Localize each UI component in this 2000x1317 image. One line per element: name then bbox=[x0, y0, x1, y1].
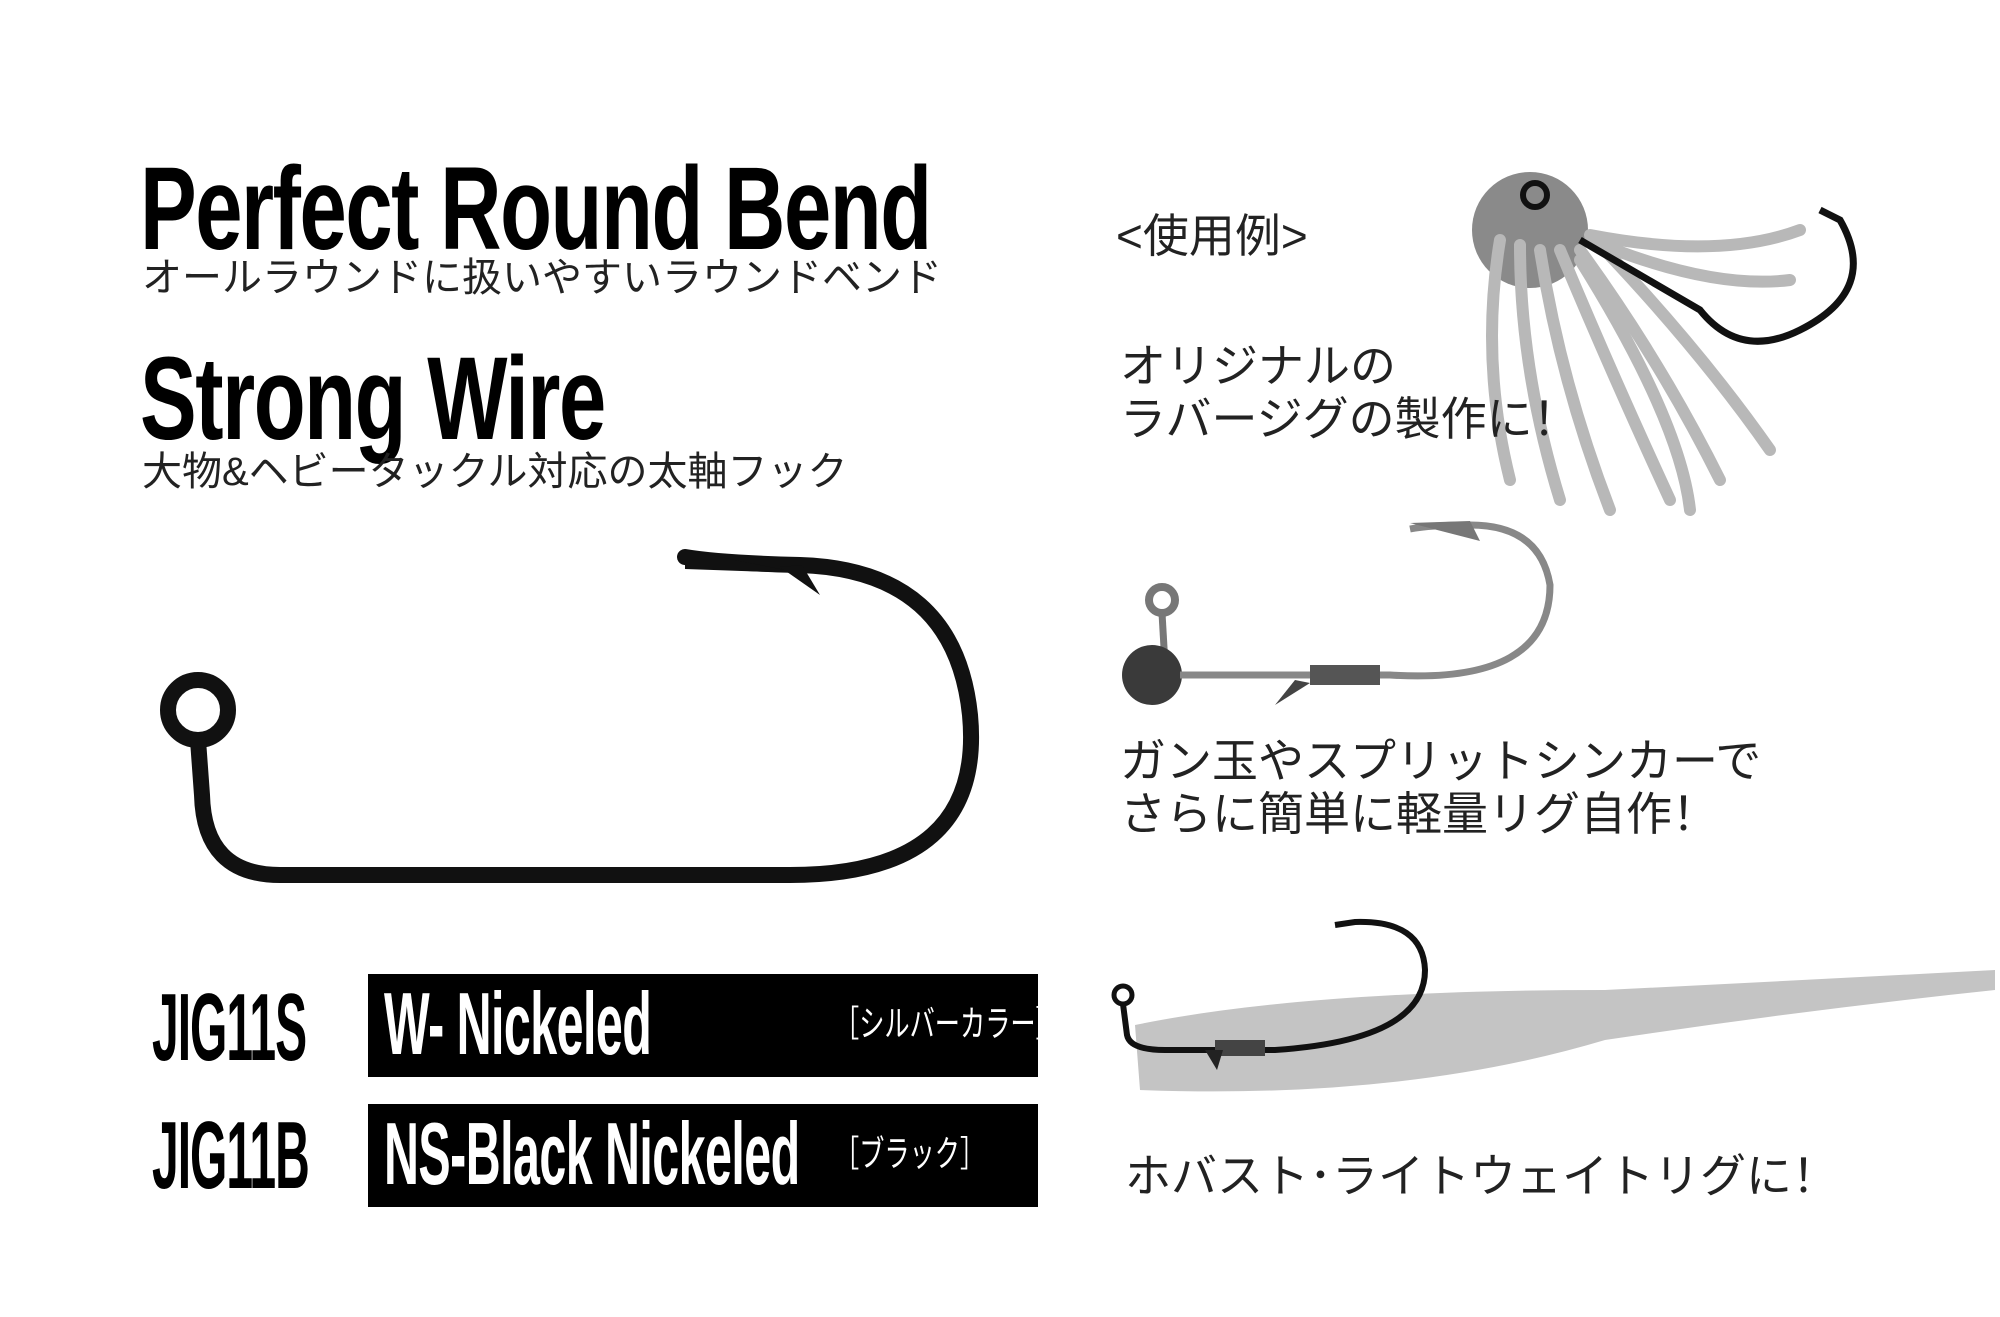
jig-hook-illustration bbox=[160, 549, 980, 883]
model-finish-slot-jig11s: W- Nickeled bbox=[384, 974, 834, 1077]
model-color-jig11s: ［シルバーカラー］ bbox=[834, 1003, 1038, 1044]
feature-title-round-bend: Perfect Round Bend bbox=[140, 143, 932, 275]
model-color-slot-jig11s: ［シルバーカラー］ bbox=[834, 974, 1038, 1077]
usage-heading: <使用例> bbox=[1116, 210, 1308, 262]
usage-example-1-line1: オリジナルの bbox=[1120, 340, 1396, 392]
model-color-jig11b: ［ブラック］ bbox=[834, 1133, 986, 1174]
usage-example-1: オリジナルの ラバージグの製作に！ bbox=[1120, 340, 1579, 446]
model-color-slot-jig11b: ［ブラック］ bbox=[834, 1104, 1024, 1207]
feature-desc-round-bend: オールラウンドに扱いやすいラウンドベンド bbox=[142, 256, 942, 300]
rubber-jig-illustration bbox=[1472, 172, 1857, 516]
feature-title-strong-wire: Strong Wire bbox=[140, 333, 606, 465]
usage-example-2-line1: ガン玉やスプリットシンカーで bbox=[1120, 735, 1762, 787]
usage-example-2: ガン玉やスプリットシンカーで さらに簡単に軽量リグ自作！ bbox=[1120, 735, 1761, 841]
model-finish-slot-jig11b: NS-Black Nickeled bbox=[384, 1104, 834, 1207]
jighead-illustration bbox=[1122, 521, 1554, 705]
usage-example-1-line2: ラバージグの製作に！ bbox=[1120, 392, 1579, 445]
worm-rig-illustration bbox=[1111, 918, 1995, 1092]
model-finish-box-jig11s: W- Nickeled ［シルバーカラー］ bbox=[368, 974, 1038, 1077]
model-finish-jig11s: W- Nickeled bbox=[384, 974, 652, 1073]
model-code-jig11b: JIG11B bbox=[152, 1102, 310, 1209]
usage-example-3: ホバスト･ライトウェイトリグに！ bbox=[1125, 1150, 1838, 1202]
model-code-jig11s: JIG11S bbox=[152, 974, 307, 1081]
usage-example-2-line2: さらに簡単に軽量リグ自作！ bbox=[1120, 787, 1718, 840]
model-finish-box-jig11b: NS-Black Nickeled ［ブラック］ bbox=[368, 1104, 1038, 1207]
feature-desc-strong-wire: 大物&ヘビータックル対応の太軸フック bbox=[142, 450, 848, 494]
model-finish-jig11b: NS-Black Nickeled bbox=[384, 1104, 800, 1203]
